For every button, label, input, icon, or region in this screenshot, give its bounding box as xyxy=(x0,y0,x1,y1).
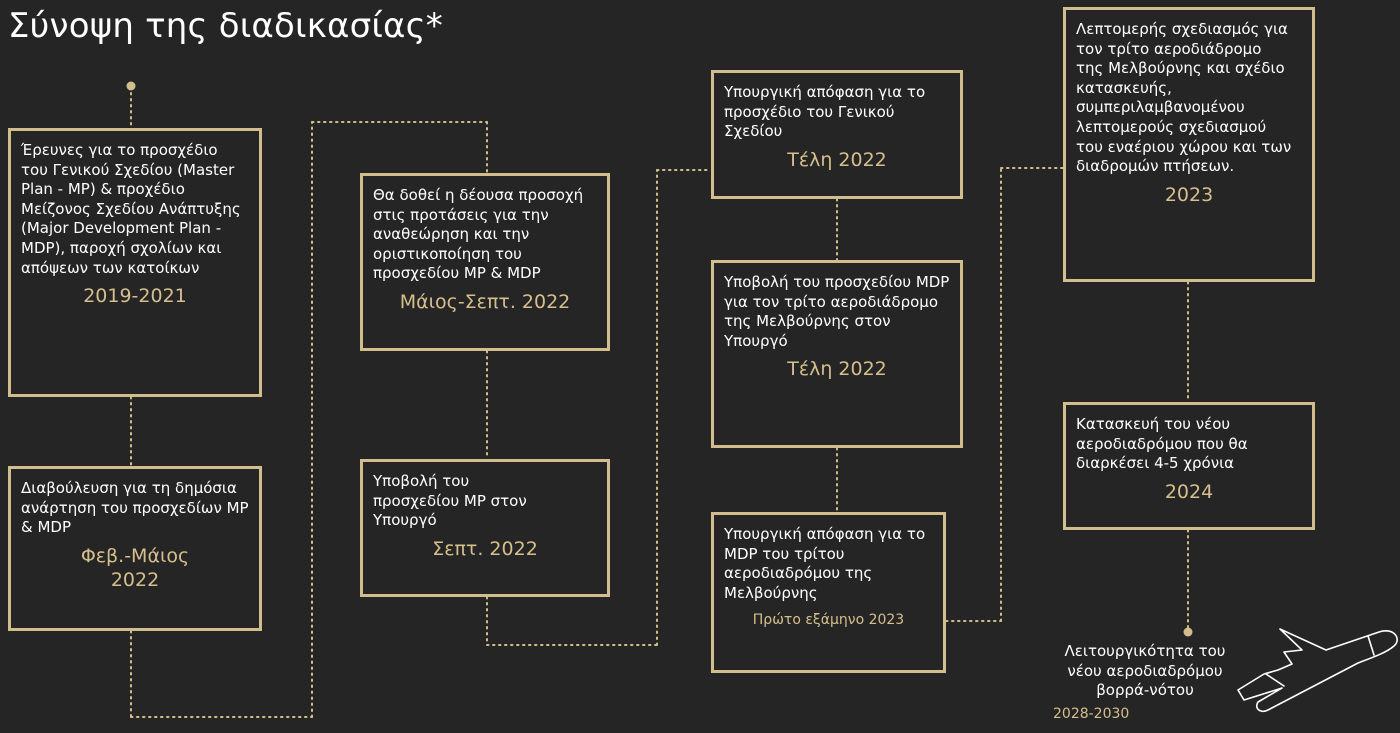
step-ministerial-decision-mp: Υπουργική απόφαση για το προσχέδιο του Γ… xyxy=(711,70,963,199)
end-dot xyxy=(1183,627,1193,637)
step-construction: Κατασκευή του νέου αεροδιαδρόμου που θα … xyxy=(1063,402,1315,530)
step-date: 2024 xyxy=(1164,480,1214,503)
final-milestone: Λειτουργικότητα του νέου αεροδιαδρόμου β… xyxy=(1045,642,1245,723)
step-detailed-design: Λεπτομερής σχεδιασμός για τον τρίτο αερο… xyxy=(1063,7,1315,282)
step-submit-mp: Υποβολή του προσχεδίου MP στον Υπουργό Σ… xyxy=(360,459,610,597)
step-research: Έρευνες για το προσχέδιο του Γενικού Σχε… xyxy=(8,128,262,397)
step-submit-mdp: Υποβολή του προσχεδίου MDP για τον τρίτο… xyxy=(711,260,963,448)
step-date: 2023 xyxy=(1164,183,1214,206)
final-description: Λειτουργικότητα του νέου αεροδιαδρόμου β… xyxy=(1064,642,1226,700)
step-description: Διαβούλευση για τη δημόσια ανάρτηση του … xyxy=(21,479,249,537)
step-date: Μάιος-Σεπτ. 2022 xyxy=(399,290,571,313)
step-description: Υποβολή του προσχεδίου MDP για τον τρίτο… xyxy=(724,273,950,350)
step-description: Λεπτομερής σχεδιασμός για τον τρίτο αερο… xyxy=(1076,20,1292,176)
step-description: Υποβολή του προσχεδίου MP στον Υπουργό xyxy=(373,472,527,530)
step-ministerial-decision-mdp: Υπουργική απόφαση για το MDP του τρίτου … xyxy=(711,512,946,673)
start-dot xyxy=(126,81,136,91)
step-date: 2019-2021 xyxy=(83,285,187,308)
step-date: Τέλη 2022 xyxy=(787,148,887,171)
step-description: Έρευνες για το προσχέδιο του Γενικού Σχε… xyxy=(21,141,241,277)
step-date: Τέλη 2022 xyxy=(787,358,887,381)
final-date: 2028-2030 xyxy=(1053,705,1130,722)
step-description: Υπουργική απόφαση για το προσχέδιο του Γ… xyxy=(724,83,926,141)
step-review: Θα δοθεί η δέουσα προσοχή στις προτάσεις… xyxy=(360,173,610,351)
step-description: Υπουργική απόφαση για το MDP του τρίτου … xyxy=(724,525,926,602)
step-date: Πρώτο εξάμηνο 2023 xyxy=(752,612,905,629)
airplane-icon xyxy=(1237,628,1398,713)
step-consultation: Διαβούλευση για τη δημόσια ανάρτηση του … xyxy=(8,466,262,631)
step-date: Φεβ.-Μάιος 2022 xyxy=(80,544,190,591)
step-date: Σεπτ. 2022 xyxy=(432,537,538,560)
step-description: Κατασκευή του νέου αεροδιαδρόμου που θα … xyxy=(1076,415,1248,473)
page-title: Σύνοψη της διαδικασίας* xyxy=(8,6,444,46)
step-description: Θα δοθεί η δέουσα προσοχή στις προτάσεις… xyxy=(373,186,584,283)
